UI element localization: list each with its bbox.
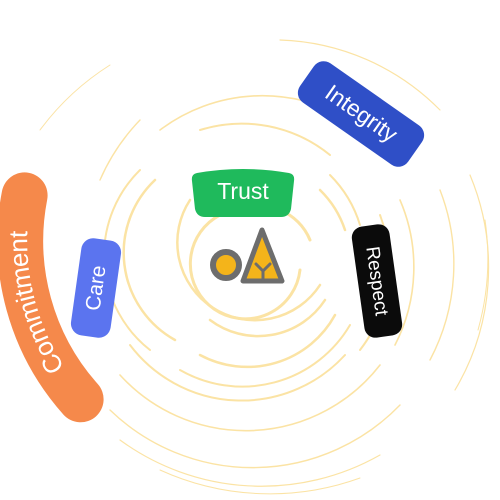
care-segment: Care: [70, 238, 122, 338]
trust-segment: Trust: [191, 169, 295, 217]
ripple-ring: [122, 178, 347, 369]
ripple-ring: [176, 198, 327, 338]
integrity-segment: Integrity: [297, 61, 425, 167]
respect-segment: Respect: [351, 224, 403, 338]
commitment-segment: Commitment: [0, 172, 104, 423]
respect-pill: [351, 224, 403, 338]
oay-logo-icon: [210, 227, 285, 284]
ripple-ring: [119, 39, 490, 487]
ripple-ring: [99, 119, 455, 469]
trust-pill: [191, 169, 295, 217]
care-pill: [70, 238, 122, 338]
commitment-arc: [0, 172, 104, 423]
integrity-pill: [297, 61, 425, 167]
ripple-ring: [39, 64, 489, 495]
trust-label: Trust: [217, 178, 269, 204]
